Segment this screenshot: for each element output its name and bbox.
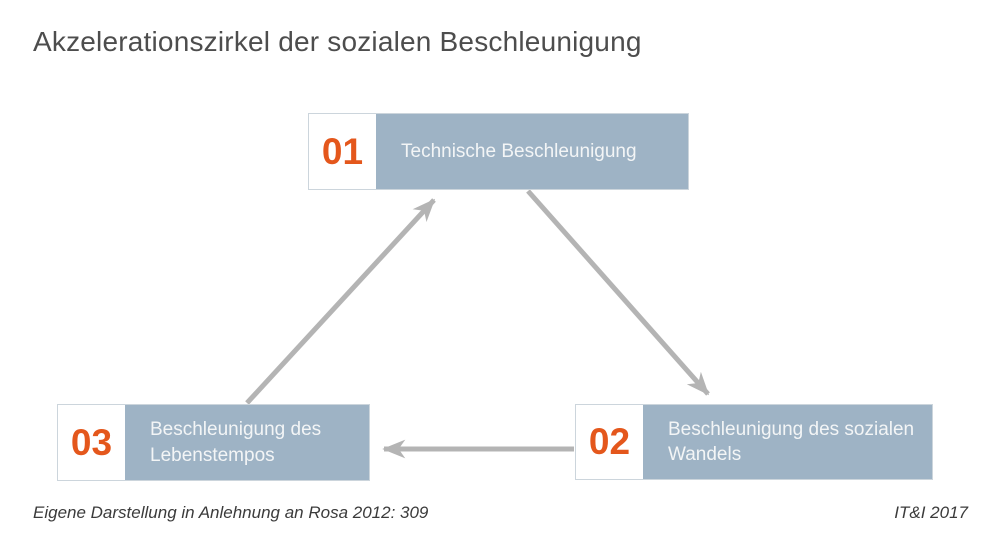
arrow-01-to-02 bbox=[526, 189, 710, 396]
credit-note: IT&I 2017 bbox=[894, 503, 968, 522]
node-number-badge: 03 bbox=[58, 405, 125, 480]
node-label: Beschleunigung des Lebenstempos bbox=[150, 419, 322, 466]
node-beschleunigung-lebenstempo: 03 Beschleunigung des Lebenstempos bbox=[57, 404, 370, 481]
node-number-badge: 02 bbox=[576, 405, 643, 479]
page-title: Akzelerationszirkel der sozialen Beschle… bbox=[33, 26, 642, 57]
node-label: Technische Beschleunigung bbox=[401, 140, 637, 162]
source-note: Eigene Darstellung in Anlehnung an Rosa … bbox=[33, 503, 429, 522]
node-label: Beschleunigung des sozialen Wandels bbox=[668, 418, 915, 465]
node-technische-beschleunigung: 01 Technische Beschleunigung bbox=[308, 113, 689, 190]
node-beschleunigung-sozialer-wandel: 02 Beschleunigung des sozialen Wandels bbox=[575, 404, 933, 480]
node-number-badge: 01 bbox=[309, 114, 376, 189]
arrow-03-to-01 bbox=[245, 198, 436, 405]
